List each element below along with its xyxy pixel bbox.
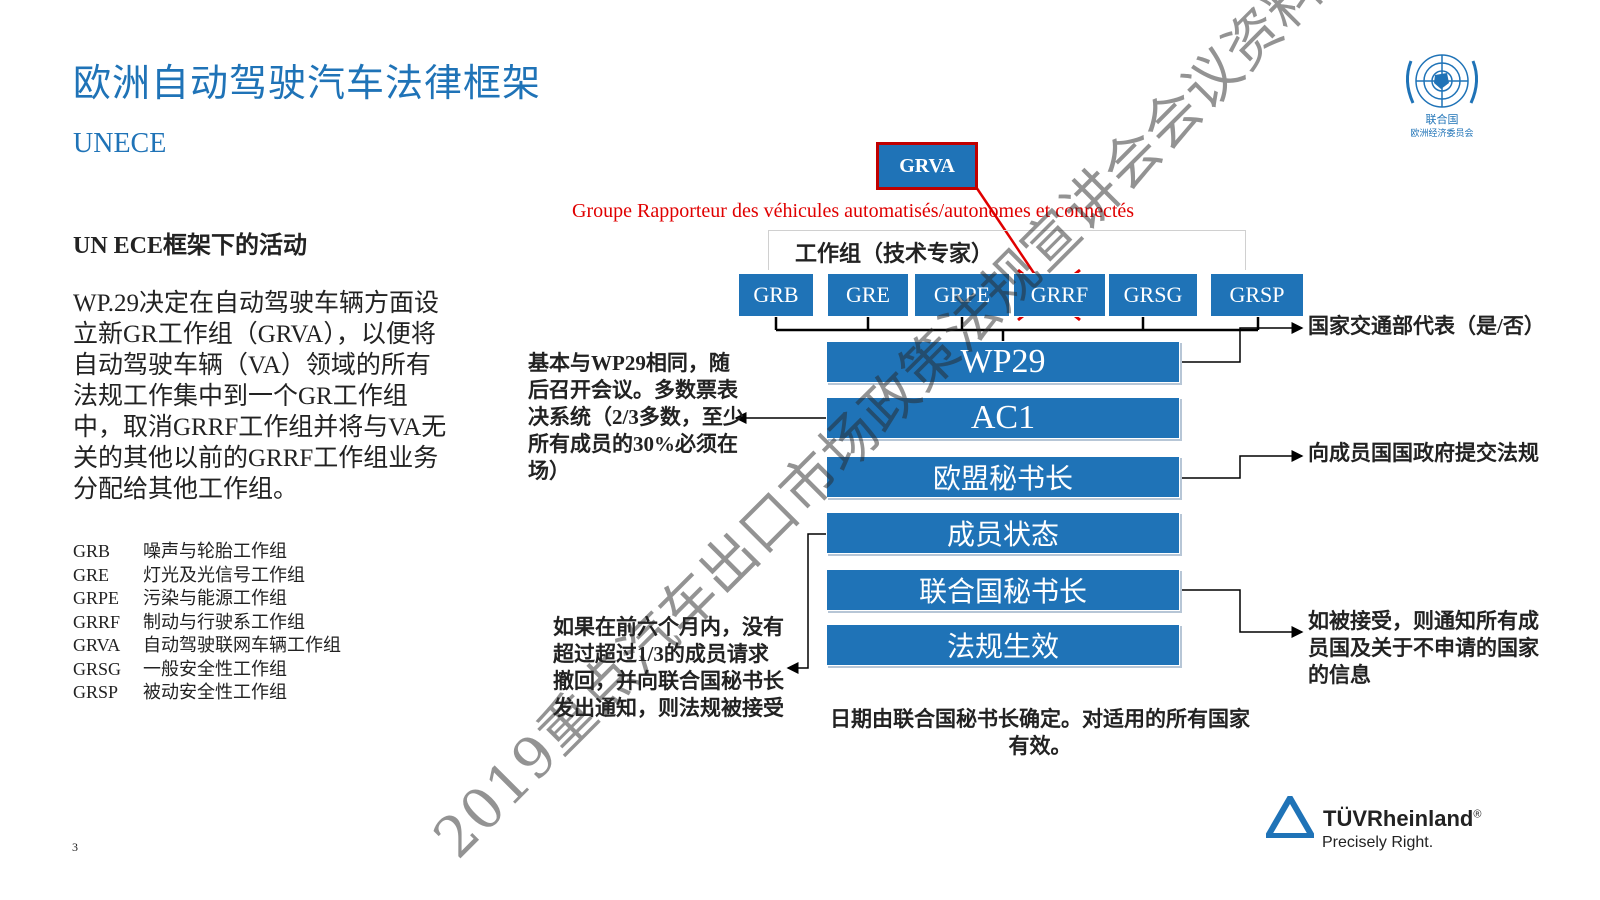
- connector-left-bottom: [786, 533, 826, 674]
- tuv-triangle-icon: [1266, 796, 1314, 838]
- wg-code: GRE: [73, 564, 109, 585]
- wg-desc: 灯光及光信号工作组: [143, 564, 305, 585]
- un-name: 联合国: [1425, 114, 1459, 126]
- page-title: 欧洲自动驾驶汽车法律框架: [73, 61, 542, 105]
- grva-box: GRVA: [876, 142, 978, 190]
- connector-right-2: [1180, 450, 1304, 479]
- wg-list-item: GRRF 制动与行驶系工作组: [73, 611, 341, 635]
- wg-box-grpe: GRPE: [914, 273, 1010, 317]
- note-right-3: 如被接受，则通知所有成员国及关于不申请的国家的信息: [1308, 609, 1539, 687]
- wg-list-item: GRSG 一般安全性工作组: [73, 658, 341, 682]
- wg-box-grb: GRB: [738, 273, 814, 317]
- wg-header: 工作组（技术专家）: [795, 241, 994, 266]
- wg-bracket: [768, 230, 1246, 270]
- grva-full-name: Groupe Rapporteur des véhicules automati…: [572, 200, 1135, 222]
- wg-code: GRSP: [73, 682, 119, 702]
- wg-list-item: GRVA 自动驾驶联网车辆工作组: [73, 634, 341, 658]
- page-subtitle: UNECE: [73, 128, 167, 159]
- chain-box-un-secretary: 联合国秘书长: [826, 569, 1180, 611]
- body-text: WP.29决定在自动驾驶车辆方面设立新GR工作组（GRVA），以便将自动驾驶车辆…: [73, 290, 447, 503]
- wg-code: GRVA: [73, 635, 121, 655]
- wg-code: GRSG: [73, 658, 122, 679]
- wg-list-item: GRPE 污染与能源工作组: [73, 587, 341, 611]
- section-heading: UN ECE框架下的活动: [73, 233, 308, 259]
- page-number: 3: [72, 840, 78, 854]
- connector-right-3: [1180, 589, 1304, 638]
- wg-list-item: GRSP 被动安全性工作组: [73, 681, 341, 705]
- note-left-bottom: 如果在前六个月内，没有超过超过1/3的成员请求撤回，并向联合国秘书长发出通知，则…: [553, 615, 784, 720]
- chain-box-regulation-effective: 法规生效: [826, 624, 1180, 666]
- wg-code: GRRF: [73, 611, 121, 632]
- tuv-name-text: TÜVRheinland: [1323, 806, 1474, 831]
- wg-box-grsg: GRSG: [1108, 273, 1198, 317]
- wg-list-item: GRE 灯光及光信号工作组: [73, 564, 341, 588]
- chain-box-eu-secretary: 欧盟秘书长: [826, 456, 1180, 498]
- wg-code: GRPE: [73, 588, 120, 608]
- tuv-name: TÜVRheinland®: [1323, 806, 1481, 832]
- working-group-list: GRB 噪声与轮胎工作组 GRE 灯光及光信号工作组 GRPE 污染与能源工作组 GR…: [73, 540, 341, 705]
- tuv-registered-mark: ®: [1473, 808, 1482, 821]
- un-subtitle: 欧洲经济委员会: [1410, 128, 1474, 138]
- note-right-2: 向成员国国政府提交法规: [1308, 441, 1539, 465]
- chain-box-ac1: AC1: [826, 397, 1180, 439]
- wg-desc: 自动驾驶联网车辆工作组: [143, 635, 341, 655]
- wg-desc: 制动与行驶系工作组: [143, 611, 305, 632]
- wg-box-grrf: GRRF: [1013, 273, 1106, 317]
- note-right-1: 国家交通部代表（是/否）: [1308, 314, 1545, 338]
- wg-desc: 噪声与轮胎工作组: [143, 541, 287, 561]
- chain-box-wp29: WP29: [826, 341, 1180, 383]
- wg-list-item: GRB 噪声与轮胎工作组: [73, 540, 341, 564]
- wg-desc: 一般安全性工作组: [143, 658, 287, 679]
- note-left-top: 基本与WP29相同，随后召开会议。多数票表决系统（2/3多数，至少所有成员的30…: [528, 351, 744, 483]
- tuv-slogan: Precisely Right.: [1322, 834, 1434, 851]
- wg-box-gre: GRE: [827, 273, 909, 317]
- connector-right-1: [1180, 322, 1304, 363]
- wg-desc: 污染与能源工作组: [143, 588, 287, 608]
- note-bottom: 日期由联合国秘书长确定。对适用的所有国家有效。: [830, 707, 1250, 758]
- chain-box-member-status: 成员状态: [826, 512, 1180, 554]
- wg-desc: 被动安全性工作组: [143, 682, 287, 702]
- wg-code: GRB: [73, 541, 111, 561]
- wg-box-grsp: GRSP: [1210, 273, 1304, 317]
- un-emblem-icon: [1406, 54, 1478, 108]
